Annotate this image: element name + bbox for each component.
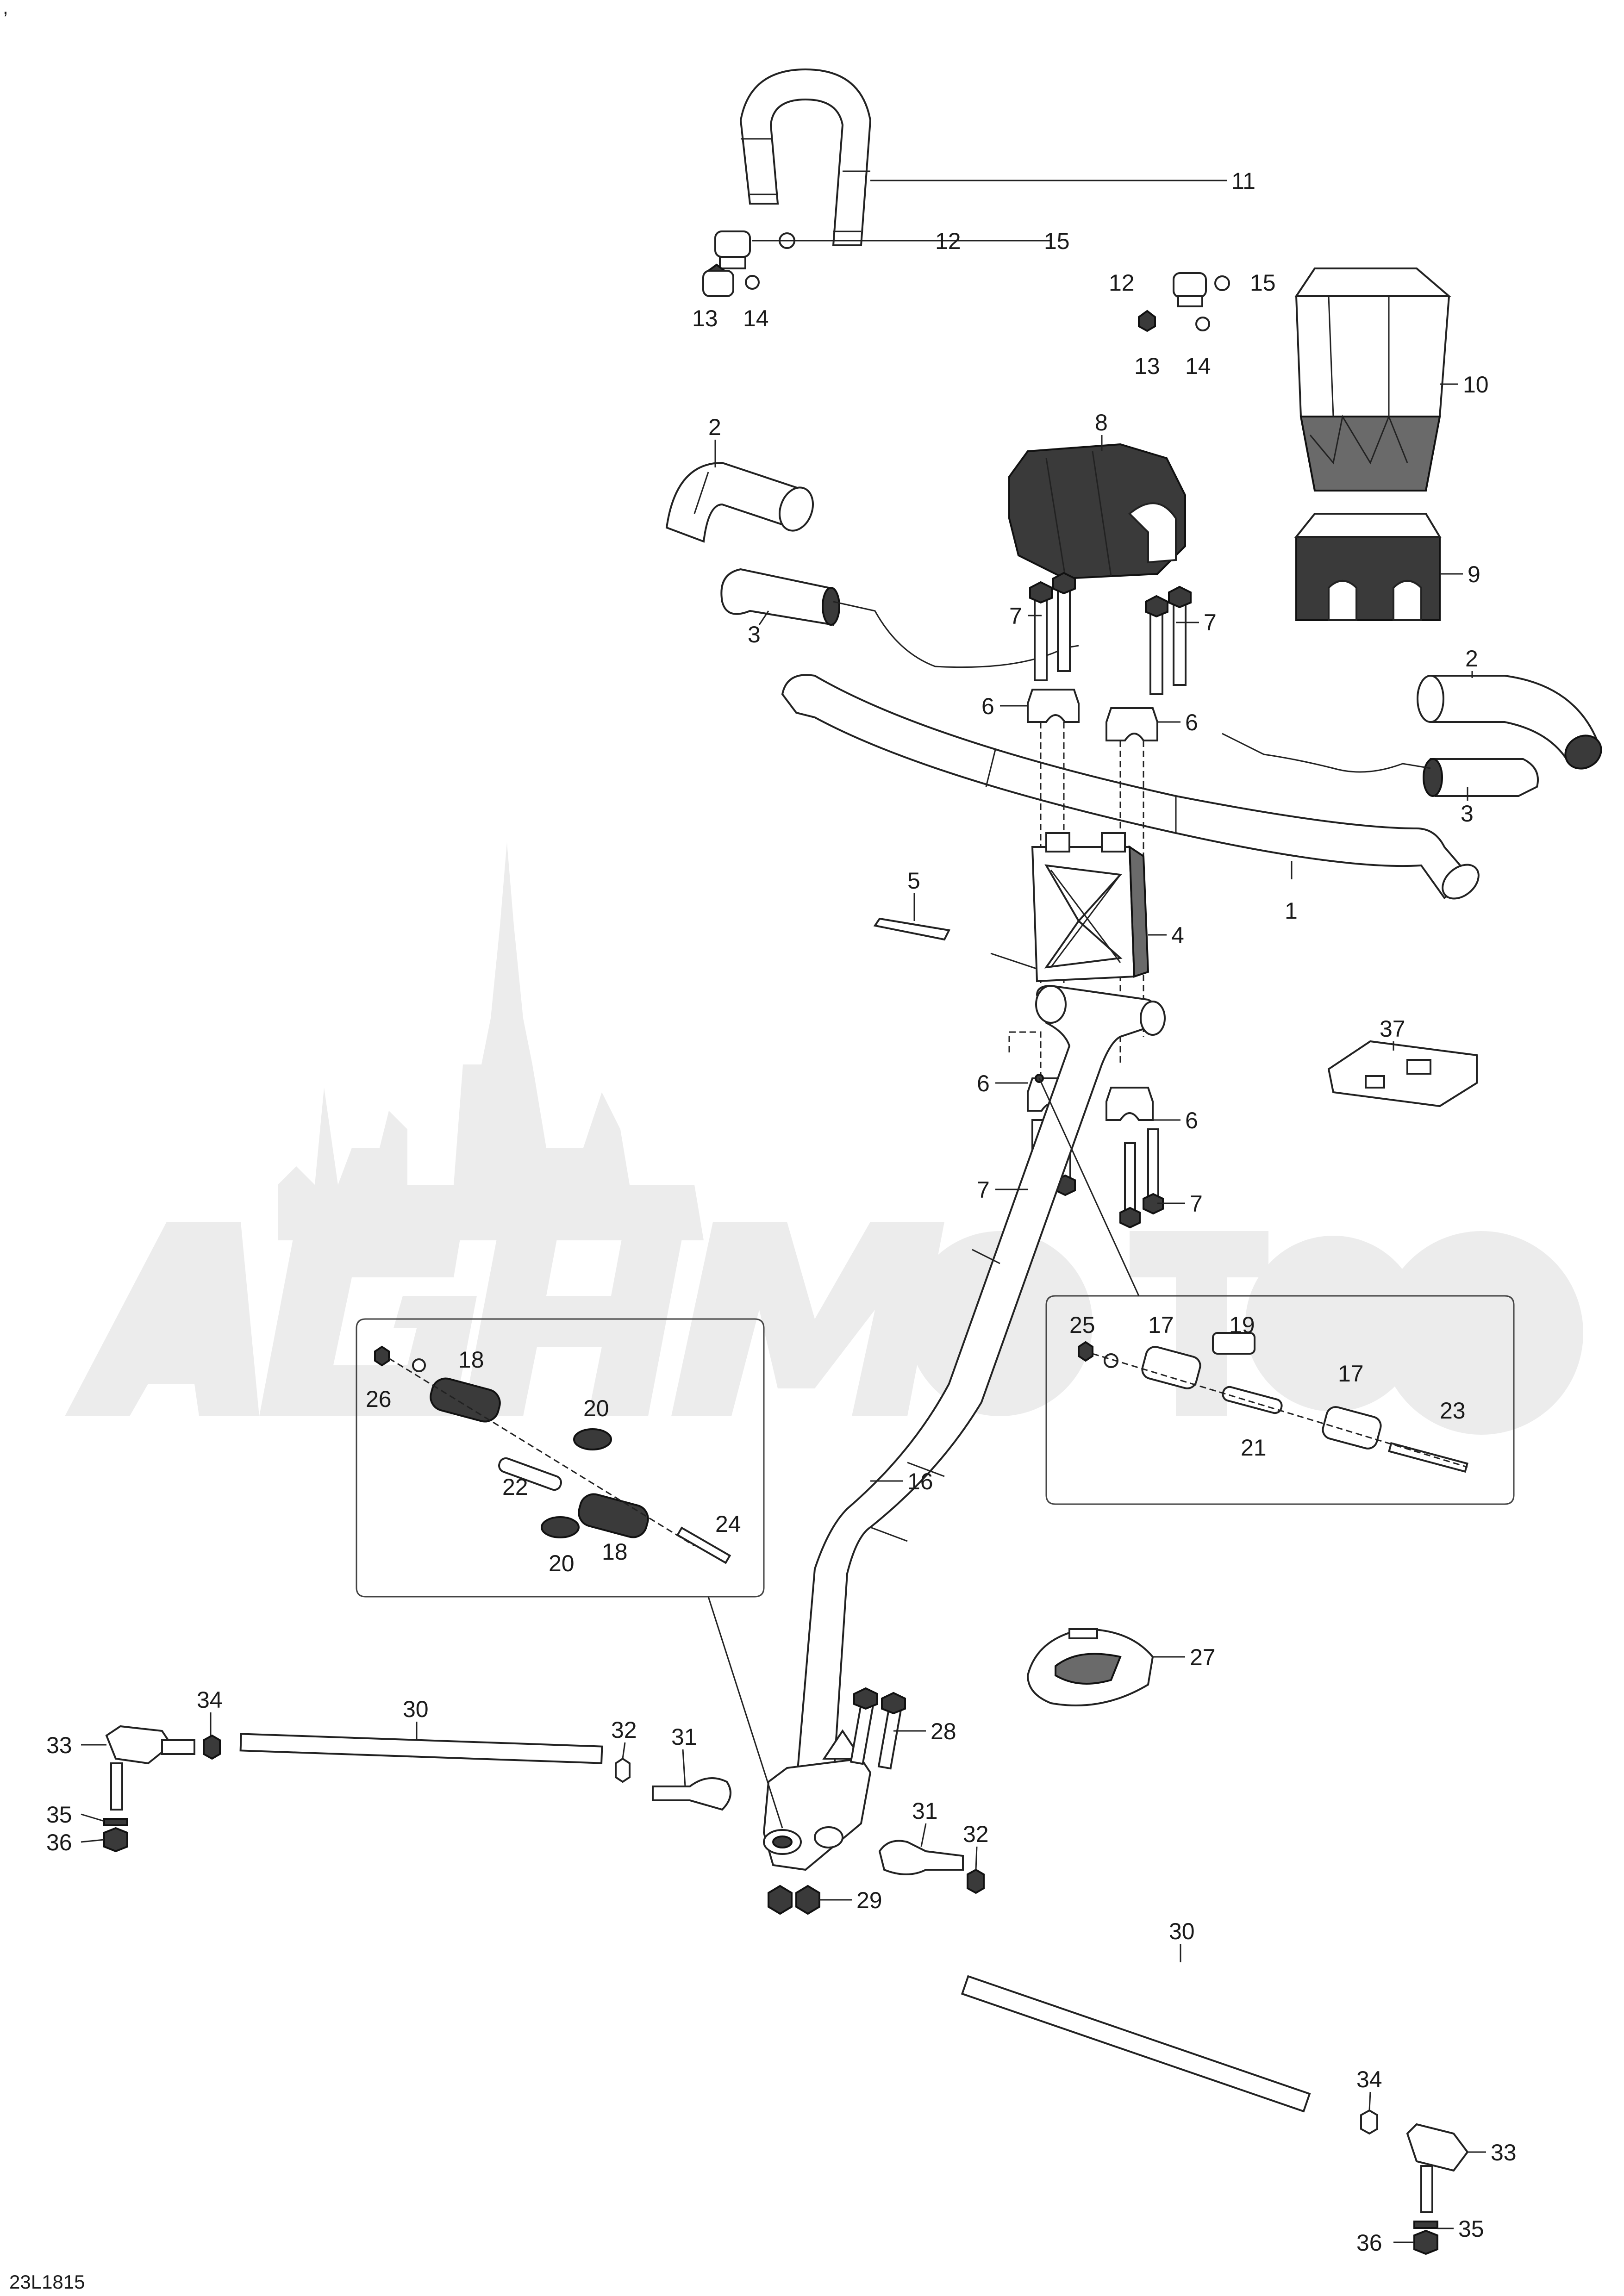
- watermark: [65, 842, 1583, 1435]
- callout-14: 14: [743, 305, 769, 331]
- callout-12: 12: [935, 228, 961, 254]
- callout-21: 21: [1241, 1435, 1267, 1461]
- leader-to-left-detail: [707, 1596, 783, 1829]
- callout-15: 15: [1250, 270, 1276, 296]
- part-10-handlebar-cover: [1294, 268, 1452, 492]
- part-3-heated-grip-right: [1222, 733, 1539, 797]
- part-16-steering-column: [795, 984, 1166, 1788]
- corner-mark: ,: [3, 0, 8, 18]
- callout-30: 30: [1169, 1918, 1195, 1944]
- callout-33: 33: [1491, 2140, 1517, 2165]
- callout-36: 36: [46, 1829, 72, 1855]
- part-9-riser-cover: [1294, 513, 1442, 621]
- callout-7: 7: [1190, 1191, 1203, 1217]
- part-5-shim: [873, 917, 1062, 982]
- callout-4: 4: [1171, 922, 1184, 948]
- callout-6: 6: [977, 1070, 990, 1096]
- watermark-letter-m: [671, 1222, 944, 1416]
- tie-rod-right: [878, 1840, 1469, 2255]
- watermark-skyline: [278, 842, 704, 1240]
- callout-17: 17: [1338, 1361, 1364, 1387]
- callout-36: 36: [1356, 2230, 1382, 2256]
- callout-7: 7: [1009, 603, 1022, 629]
- detail-box-right: [1045, 1295, 1515, 1505]
- callout-35: 35: [46, 1802, 72, 1828]
- callout-28: 28: [931, 1718, 956, 1744]
- callout-10: 10: [1463, 372, 1489, 398]
- callout-32: 32: [963, 1821, 989, 1847]
- part-27-boot: [1026, 1628, 1154, 1706]
- callout-17: 17: [1148, 1312, 1174, 1338]
- detail-box-left: [356, 1318, 765, 1598]
- callout-7: 7: [977, 1177, 990, 1203]
- callout-22: 22: [502, 1474, 528, 1500]
- callout-20: 20: [583, 1395, 609, 1421]
- part-4-riser-block: [1031, 832, 1149, 983]
- part-1-handlebar: [781, 674, 1480, 900]
- callout-3: 3: [748, 622, 761, 647]
- callout-29: 29: [856, 1887, 882, 1913]
- callout-2: 2: [708, 414, 721, 440]
- callout-2: 2: [1465, 646, 1478, 672]
- callout-labels: 11 12 15 13 14 12 15 13 14 10 2 8 9 3 7 …: [46, 168, 1517, 2256]
- part-2-grip-left: [665, 461, 814, 543]
- callout-6: 6: [1185, 1108, 1198, 1133]
- callout-37: 37: [1380, 1016, 1405, 1042]
- pitman-arm-assembly: [762, 1687, 906, 1915]
- callout-18: 18: [458, 1347, 484, 1373]
- part-37-plate: [1327, 1040, 1478, 1108]
- callout-11: 11: [1231, 168, 1255, 194]
- callout-15: 15: [1044, 228, 1070, 254]
- callout-5: 5: [907, 868, 920, 894]
- part-11-grab-handle: [739, 68, 872, 246]
- callout-25: 25: [1069, 1312, 1095, 1338]
- watermark-letter-a: [65, 1222, 259, 1416]
- part-3-heated-grip-left: [720, 568, 1079, 668]
- callout-27: 27: [1190, 1644, 1216, 1670]
- upper-bolts-and-caps: [1027, 572, 1192, 1064]
- part-2-grip-right: [1417, 675, 1602, 770]
- callout-9: 9: [1468, 561, 1480, 587]
- callout-18: 18: [602, 1539, 628, 1565]
- callout-34: 34: [197, 1687, 223, 1713]
- callout-16: 16: [907, 1468, 933, 1494]
- callout-12: 12: [1109, 270, 1135, 296]
- callout-30: 30: [403, 1696, 429, 1722]
- callout-13: 13: [1134, 353, 1160, 379]
- callout-23: 23: [1440, 1398, 1466, 1424]
- callout-14: 14: [1185, 353, 1211, 379]
- callout-19: 19: [1229, 1312, 1255, 1338]
- callout-20: 20: [549, 1550, 575, 1576]
- watermark-wheel-right: [1380, 1231, 1583, 1435]
- callout-34: 34: [1356, 2066, 1382, 2092]
- callout-32: 32: [611, 1717, 637, 1743]
- callout-8: 8: [1095, 410, 1108, 436]
- clamp-set-right: [702, 270, 1230, 332]
- tie-rod-left: [103, 1725, 731, 1853]
- callout-6: 6: [981, 693, 994, 719]
- callout-leaders: [81, 180, 1486, 2243]
- callout-13: 13: [692, 305, 718, 331]
- callout-7: 7: [1204, 610, 1217, 635]
- callout-35: 35: [1458, 2216, 1484, 2242]
- part-8-handlebar-pad: [1008, 443, 1186, 580]
- callout-3: 3: [1461, 801, 1474, 827]
- callout-1: 1: [1285, 898, 1298, 924]
- callout-31: 31: [671, 1724, 697, 1750]
- leader-to-right-detail: [1038, 1078, 1140, 1296]
- callout-24: 24: [715, 1511, 741, 1537]
- callout-33: 33: [46, 1732, 72, 1758]
- drawing-code: 23L1815: [9, 2271, 85, 2293]
- callout-31: 31: [912, 1798, 938, 1824]
- callout-26: 26: [366, 1386, 392, 1412]
- callout-6: 6: [1185, 709, 1198, 735]
- watermark-letter-o: [1245, 1236, 1421, 1412]
